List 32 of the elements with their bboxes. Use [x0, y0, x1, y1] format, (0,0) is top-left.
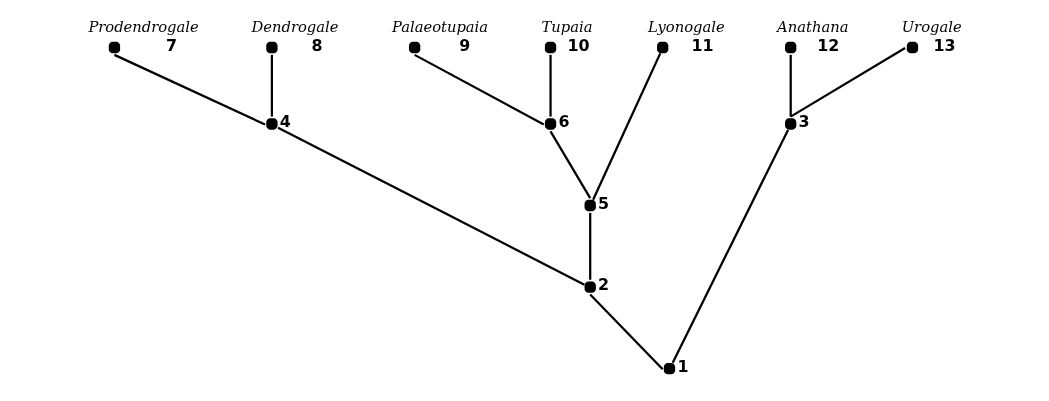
node-label: 2: [598, 274, 610, 294]
connector: [113, 53, 266, 126]
node-label: Dendrogale: [251, 17, 339, 35]
connector: [589, 293, 664, 370]
connector: [789, 54, 792, 117]
node-label: 11: [691, 35, 714, 55]
node-label: 8: [311, 35, 323, 55]
connector: [277, 126, 585, 286]
node-label: Anathana: [777, 17, 849, 35]
node-label: 7: [165, 35, 178, 55]
node-label: 6: [558, 111, 570, 131]
node-label: Urogale: [901, 17, 962, 35]
connector: [790, 46, 906, 118]
connector: [592, 52, 662, 200]
node-label: 12: [817, 35, 840, 55]
connector: [549, 130, 592, 199]
node-label: 3: [798, 111, 810, 131]
connector: [270, 54, 274, 117]
node-label: 4: [279, 111, 291, 131]
node-label: 5: [598, 193, 610, 213]
connector: [589, 212, 592, 280]
node-label: Prodendrogale: [88, 17, 199, 35]
connector: [414, 53, 545, 126]
node-label: 9: [459, 35, 471, 55]
node-label: 1: [677, 356, 689, 376]
node-label: 13: [933, 35, 956, 55]
connector: [671, 128, 790, 363]
node-label: Palaeotupaia: [391, 17, 489, 35]
connector: [549, 54, 552, 117]
node-label: Tupaia: [541, 17, 593, 35]
node-label: 10: [567, 35, 590, 55]
node-label: Lyonogale: [647, 17, 725, 35]
